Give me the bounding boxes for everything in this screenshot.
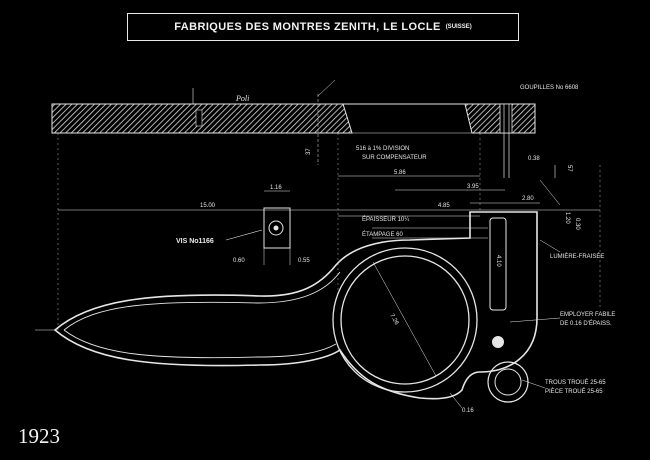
label-016: 0.16 — [462, 408, 474, 414]
section-view — [51, 79, 536, 178]
tool-inner-lower — [63, 329, 337, 359]
label-055: 0.55 — [298, 258, 310, 264]
label-57: 57 — [566, 165, 572, 172]
label-poli: Poli — [235, 94, 249, 103]
section-mark — [195, 109, 203, 127]
label-586: 5.86 — [394, 170, 406, 176]
pivot-dot — [492, 336, 504, 348]
small-ring-outer — [487, 361, 529, 403]
height-arrow — [317, 79, 336, 97]
screw-leader — [225, 229, 263, 241]
small-ring-inner — [494, 368, 522, 396]
label-726: 7.26 — [388, 313, 399, 327]
label-280: 2.80 — [522, 196, 534, 202]
employer-leader — [509, 317, 561, 323]
lumiere-leader — [539, 239, 561, 253]
label-120: 1.20 — [564, 212, 570, 224]
label-116: 1.16 — [270, 185, 282, 191]
title-suffix: (SUISSE) — [445, 24, 472, 30]
tool-outer-outline — [53, 211, 538, 400]
label-030: 0.30 — [574, 218, 580, 230]
dim-057-leader — [539, 179, 561, 206]
ring-inner — [340, 255, 470, 385]
title-main: FABRIQUES DES MONTRES ZENITH, LE LOCLE — [174, 21, 441, 33]
label-37: 37 — [306, 148, 312, 155]
tool-inner-upper — [63, 271, 341, 331]
label-employer-1: EMPLOYER FABILE — [560, 312, 615, 318]
dim-016-leader — [449, 392, 463, 409]
label-410: 4.10 — [495, 255, 501, 267]
ring-outer — [332, 247, 478, 393]
label-trous-1: TROUS TROUÉ 25-65 — [545, 379, 606, 386]
label-lumiere: LUMIÈRE-FRAISÉE — [550, 253, 604, 260]
ring-diameter — [372, 261, 437, 377]
label-395: 3.95 — [467, 184, 479, 190]
screw-head — [268, 220, 284, 236]
title-box: FABRIQUES DES MONTRES ZENITH, LE LOCLE (… — [127, 13, 519, 41]
label-epaisseur: ÉPAISSEUR 10¼ — [362, 216, 410, 223]
label-1500: 15.00 — [200, 203, 216, 209]
title-text: FABRIQUES DES MONTRES ZENITH, LE LOCLE (… — [128, 14, 518, 40]
screw-center — [273, 225, 279, 231]
label-division-1: 516 à 1% DIVISION — [356, 146, 409, 152]
label-division-2: SUR COMPENSATEUR — [362, 155, 427, 161]
dimension-lines — [58, 165, 600, 217]
label-038: 0.38 — [528, 156, 540, 162]
screw-detail — [225, 207, 291, 265]
label-060: 0.60 — [233, 258, 245, 264]
pin-slot — [499, 103, 513, 134]
year-caption: 1923 — [18, 424, 60, 448]
trous-leader — [521, 379, 546, 389]
label-485: 4.85 — [438, 203, 450, 209]
label-trous-2: PIÈCE TROUÉ 25-65 — [545, 388, 603, 395]
label-employer-2: DE 0.16 D'ÉPAISS. — [560, 320, 612, 327]
label-etampage: ÉTAMPAGE 60 — [362, 231, 403, 238]
label-vis: VIS No1166 — [176, 238, 214, 245]
tool-outline — [35, 211, 561, 409]
drawing-labels: Poli GOUPILLES No 6608 516 à 1% DIVISION… — [176, 85, 615, 414]
projection-lines — [57, 133, 601, 330]
screw-box — [263, 207, 291, 249]
label-goupilles: GOUPILLES No 6608 — [520, 85, 579, 91]
slot-upper — [489, 217, 507, 311]
